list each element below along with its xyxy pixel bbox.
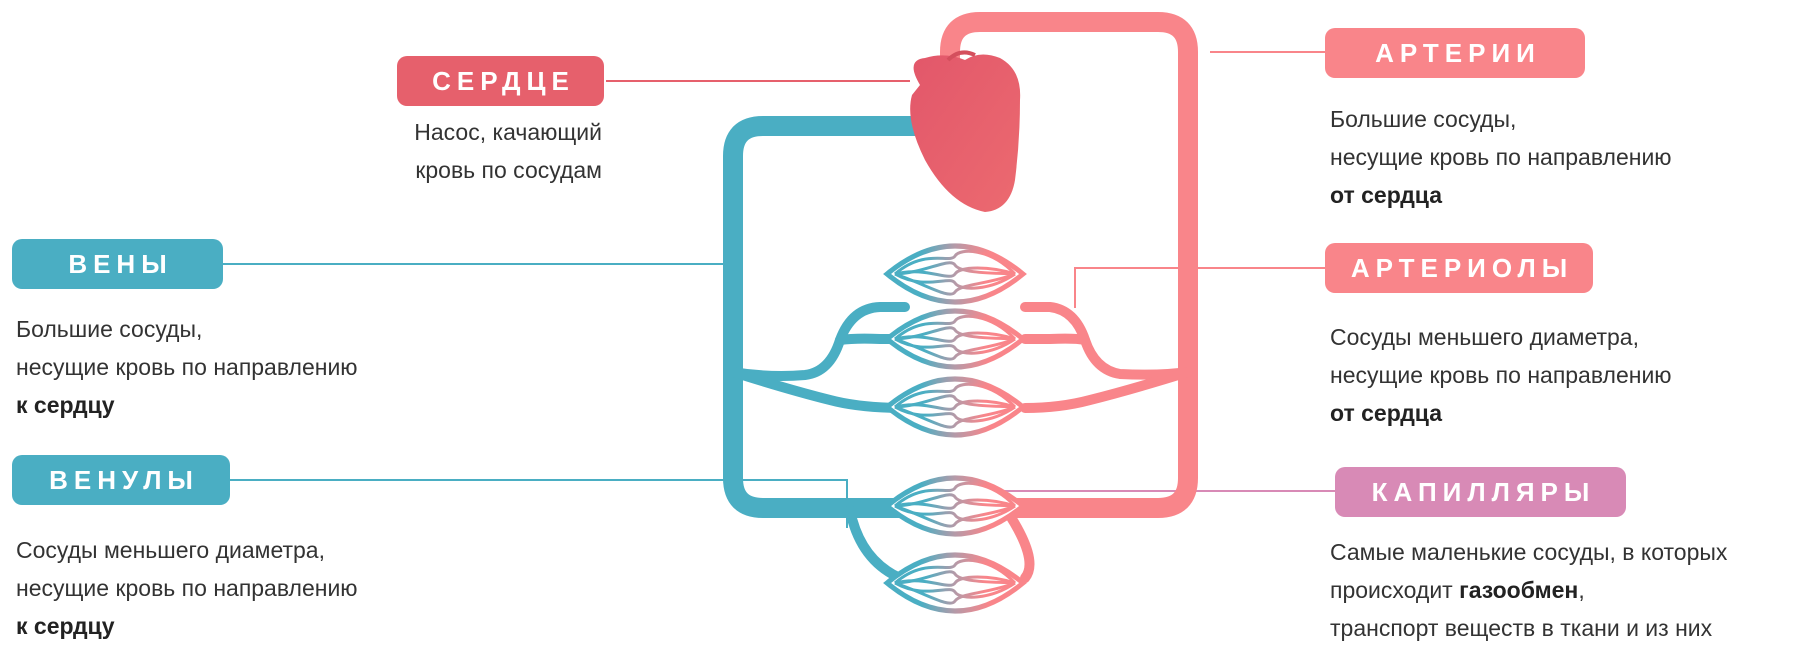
capillary-bed xyxy=(887,478,1023,534)
heart-description: Насос, качающий кровь по сосудам xyxy=(372,113,602,189)
capillary-beds xyxy=(887,246,1023,611)
capillary-bed xyxy=(887,311,1023,367)
venules-desc-bold: к сердцу xyxy=(16,607,358,645)
capillaries-label: КАПИЛЛЯРЫ xyxy=(1335,467,1626,517)
venules-desc-line: Сосуды меньшего диаметра, xyxy=(16,531,358,569)
capillary-bed xyxy=(887,379,1023,435)
heart-desc-line: Насос, качающий xyxy=(372,113,602,151)
heart-icon xyxy=(910,52,1020,212)
heart-label: СЕРДЦЕ xyxy=(397,56,604,106)
arterioles-desc-line: Сосуды меньшего диаметра, xyxy=(1330,318,1672,356)
arteries-desc-line: несущие кровь по направлению xyxy=(1330,138,1672,176)
arteries-desc-bold: от сердца xyxy=(1330,176,1672,214)
arterioles-desc-line: несущие кровь по направлению xyxy=(1330,356,1672,394)
capillaries-description: Самые маленькие сосуды, в которых происх… xyxy=(1330,533,1727,647)
veins-label: ВЕНЫ xyxy=(12,239,223,289)
arteries-desc-line: Большие сосуды, xyxy=(1330,100,1672,138)
capillary-bed xyxy=(887,555,1023,611)
vein-loop xyxy=(733,126,915,578)
arterioles-connector xyxy=(1075,268,1325,308)
arteries-label: АРТЕРИИ xyxy=(1325,28,1585,78)
heart-desc-line: кровь по сосудам xyxy=(372,151,602,189)
capillaries-desc-line: транспорт веществ в ткани и из них xyxy=(1330,609,1727,647)
capillaries-desc-line: Самые маленькие сосуды, в которых xyxy=(1330,533,1727,571)
arterioles-desc-bold: от сердца xyxy=(1330,394,1672,432)
capillaries-desc-line: происходит газообмен, xyxy=(1330,571,1727,609)
venules-desc-line: несущие кровь по направлению xyxy=(16,569,358,607)
arterioles-description: Сосуды меньшего диаметра, несущие кровь … xyxy=(1330,318,1672,432)
veins-desc-line: Большие сосуды, xyxy=(16,310,358,348)
venules-description: Сосуды меньшего диаметра, несущие кровь … xyxy=(16,531,358,645)
veins-desc-bold: к сердцу xyxy=(16,386,358,424)
arteries-description: Большие сосуды, несущие кровь по направл… xyxy=(1330,100,1672,214)
capillary-bed xyxy=(887,246,1023,302)
veins-description: Большие сосуды, несущие кровь по направл… xyxy=(16,310,358,424)
veins-desc-line: несущие кровь по направлению xyxy=(16,348,358,386)
venules-label: ВЕНУЛЫ xyxy=(12,455,230,505)
arterioles-label: АРТЕРИОЛЫ xyxy=(1325,243,1593,293)
